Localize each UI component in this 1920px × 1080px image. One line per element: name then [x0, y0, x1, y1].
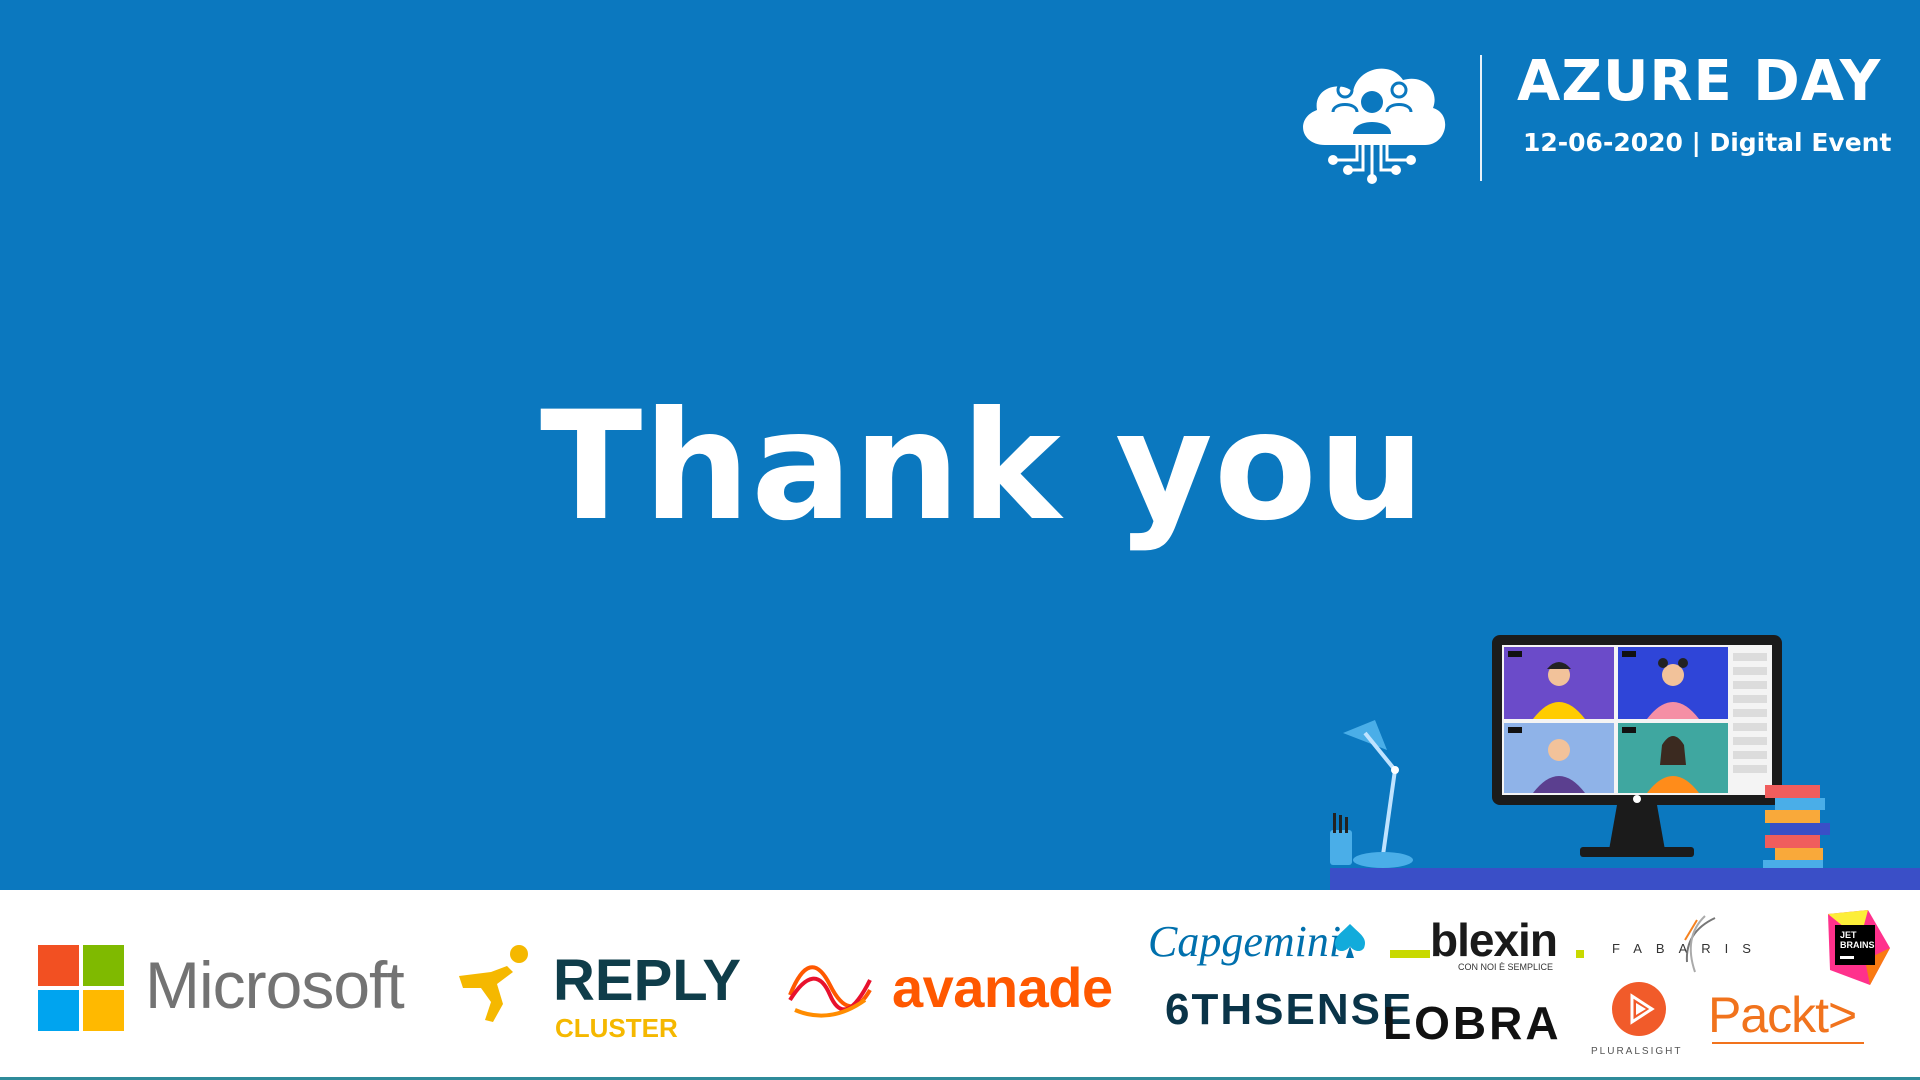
sponsor-microsoft: Microsoft — [145, 948, 405, 1022]
sponsor-avanade: avanade — [892, 956, 1113, 1019]
sponsor-reply-cluster: CLUSTER — [555, 1013, 678, 1043]
capgemini-spade-icon — [1334, 924, 1366, 958]
header-divider — [1480, 55, 1482, 181]
fabaris-arc-icon — [1684, 915, 1716, 973]
cloud-people-icon — [1303, 68, 1446, 184]
reply-runner-icon — [459, 945, 528, 1022]
sponsor-blexin-tagline: CON NOI È SEMPLICE — [1458, 962, 1554, 972]
jetbrains-logo-icon: JET BRAINS — [1828, 910, 1890, 985]
event-header: AZURE DAY 12-06-2020 | Digital Event — [1295, 50, 1891, 190]
page-title: Thank you — [540, 380, 1426, 554]
microsoft-logo-icon — [38, 945, 124, 1031]
packt-underline — [1712, 1042, 1864, 1044]
svg-text:BRAINS: BRAINS — [1840, 940, 1875, 950]
blexin-dot-icon — [1576, 950, 1584, 958]
sponsor-reply: REPLY — [553, 948, 742, 1013]
sponsor-blexin: blexin — [1430, 914, 1558, 966]
sponsor-capgemini: Capgemini — [1148, 917, 1342, 966]
sponsor-lobra: LOBRA — [1383, 997, 1562, 1049]
sponsor-fabaris: FABARIS — [1612, 941, 1765, 956]
event-title: AZURE DAY — [1517, 49, 1882, 114]
event-subtitle: 12-06-2020 | Digital Event — [1523, 128, 1892, 157]
sponsor-6thsense: 6THSENSE — [1165, 985, 1414, 1034]
video-conference-desk-illustration — [1330, 635, 1920, 890]
avanade-wave-icon — [788, 965, 872, 1018]
blexin-bar-icon — [1390, 950, 1430, 958]
sponsor-packt: Packt> — [1708, 987, 1857, 1043]
svg-text:JET: JET — [1840, 930, 1857, 940]
sponsor-band: Microsoft REPLY CLUSTER avanade Capgemin… — [0, 890, 1920, 1080]
pluralsight-play-icon — [1612, 982, 1666, 1036]
sponsor-pluralsight: PLURALSIGHT — [1591, 1046, 1683, 1057]
